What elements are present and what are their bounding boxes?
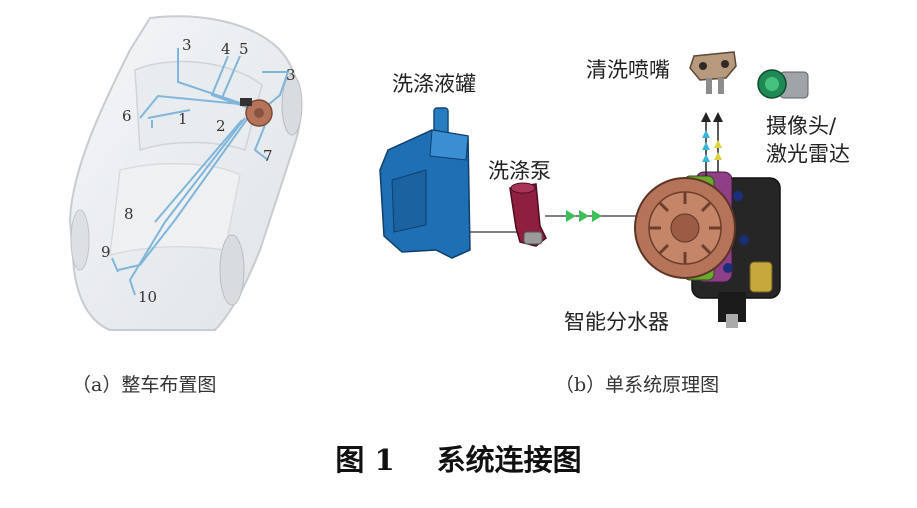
label-number-1: 1 bbox=[178, 110, 188, 128]
label-smart-distributor: 智能分水器 bbox=[564, 310, 669, 334]
label-washer-tank: 洗涤液罐 bbox=[392, 72, 476, 96]
subcaption-a: （a）整车布置图 bbox=[72, 374, 217, 396]
label-number-10: 10 bbox=[138, 288, 158, 306]
flow-arrows-green bbox=[566, 210, 602, 222]
washer-pump-shape bbox=[509, 182, 547, 247]
label-number-6: 6 bbox=[122, 107, 132, 125]
label-cleaning-nozzle: 清洗喷嘴 bbox=[586, 58, 670, 82]
label-number-4: 4 bbox=[221, 40, 231, 58]
camera-lidar-shape bbox=[757, 69, 809, 99]
label-camera-lidar: 摄像头/ 激光雷达 bbox=[766, 114, 850, 166]
panel-vehicle-layout: 3 4 5 3 6 1 2 7 8 9 10 （a）整车布置图 bbox=[0, 0, 340, 410]
figure-title: 系统连接图 bbox=[436, 443, 582, 477]
distributor-shape bbox=[634, 171, 781, 328]
label-number-8: 8 bbox=[124, 205, 134, 223]
rear-left-wheel bbox=[70, 209, 90, 271]
panel-system-schematic: 洗涤液罐 洗涤泵 清洗喷嘴 摄像头/ 激光雷达 智能分水器 （b）单系统原理图 bbox=[340, 0, 917, 410]
outlet-arrows bbox=[701, 112, 723, 176]
pump-on-car bbox=[240, 98, 252, 106]
washer-tank-shape bbox=[379, 107, 471, 259]
cleaning-nozzle-shape bbox=[689, 51, 737, 94]
label-number-2: 2 bbox=[216, 117, 226, 135]
front-right-wheel bbox=[281, 74, 303, 136]
label-number-9: 9 bbox=[101, 243, 111, 261]
label-number-3-left: 3 bbox=[182, 36, 192, 54]
label-washer-pump: 洗涤泵 bbox=[488, 159, 551, 183]
schematic-illustration bbox=[379, 51, 809, 328]
figure-number: 图 1 bbox=[335, 443, 395, 477]
rear-right-wheel bbox=[219, 234, 245, 306]
label-number-7: 7 bbox=[263, 147, 273, 165]
hose-routing bbox=[111, 48, 290, 296]
figure-caption: 图 1 系统连接图 bbox=[0, 437, 917, 479]
subcaption-b: （b）单系统原理图 bbox=[555, 374, 720, 396]
vehicle-illustration bbox=[68, 15, 303, 331]
label-number-3-right: 3 bbox=[286, 66, 296, 84]
label-number-5: 5 bbox=[239, 40, 249, 58]
